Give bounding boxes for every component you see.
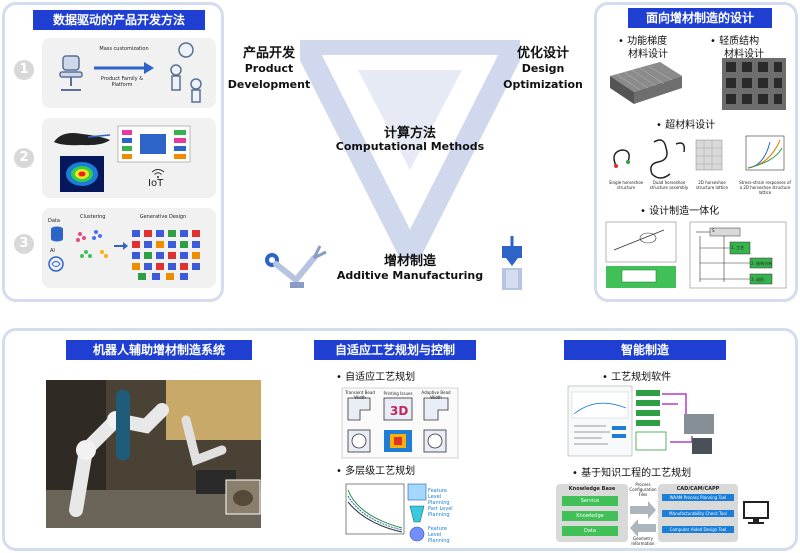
- lightweight-lattice-image: [722, 58, 786, 110]
- stress-strain-caption: Stress-strain responses of a 2D horsesho…: [739, 180, 791, 195]
- robot-arm-icon: [265, 245, 327, 288]
- additive-manufacturing-zh: 增材制造: [383, 254, 436, 269]
- functional-gradient-label-2: 材料设计: [628, 49, 668, 60]
- cad-waam-tool: WAAM Process Planning Tool: [662, 494, 734, 501]
- multi-level-bullet: • 多层级工艺规划: [336, 466, 416, 477]
- wifi-icon: [151, 169, 165, 178]
- chair-icon: [59, 55, 83, 91]
- additive-manufacturing-en: Additive Manufacturing: [336, 269, 484, 282]
- cad-manufacturability-tool: Manufacturability Check Tool: [662, 510, 734, 517]
- integration-node-2: 2. 结构分析: [751, 261, 773, 266]
- kb-service: Service: [562, 496, 618, 506]
- metamaterial-text: 超材料设计: [665, 120, 716, 131]
- step-card-2: IoT: [42, 118, 216, 198]
- multi-level-parts: [407, 483, 427, 542]
- smart-manufacturing-title: 智能制造: [564, 340, 726, 360]
- product-family-label: Product Family & Platform: [100, 76, 144, 88]
- product-development-zh: 产品开发: [242, 46, 295, 61]
- knowledge-base-box: Knowledge Base Service Knowledge Data: [556, 484, 628, 542]
- cluster-scatter: [76, 230, 108, 258]
- people-icon: [170, 42, 202, 103]
- adaptive-planning-figure: 3D: [341, 387, 459, 459]
- adaptive-planning-title: 自适应工艺规划与控制: [314, 340, 476, 360]
- metamaterial-figure: [613, 135, 785, 179]
- multi-level-chart: [345, 483, 405, 535]
- system-diagram: [117, 125, 191, 163]
- robot-system-photo: [46, 380, 261, 528]
- computer-monitor-icon: [743, 501, 769, 524]
- step-number-3: 3: [14, 234, 34, 254]
- robot-system-title: 机器人辅助增材制造系统: [66, 340, 252, 360]
- feature-level-planning-1: Feature Level Planning: [428, 488, 450, 506]
- gradient-lattice-image: [610, 62, 682, 104]
- lattice-caption: 2D horseshoe structure lattice: [696, 180, 728, 190]
- right-arrow-icon: [114, 242, 128, 250]
- step-number-2: 2: [14, 148, 34, 168]
- computational-methods-en: Computational Methods: [335, 140, 485, 153]
- functional-gradient-text-1: 功能梯度: [627, 36, 668, 47]
- data-label: Data: [48, 218, 60, 224]
- lightweight-label-2: 材料设计: [724, 49, 764, 60]
- integration-diagram: [605, 221, 787, 289]
- shoe-icon: [54, 133, 111, 146]
- integration-node-3: 3. 成形: [751, 277, 765, 282]
- adaptive-planning-text: 自适应工艺规划: [345, 372, 416, 383]
- iot-label: IoT: [148, 178, 164, 189]
- single-horseshoe-caption: Single horseshoe structure: [608, 180, 644, 190]
- step-card-3: Data AI Clustering Generative Design: [42, 208, 216, 288]
- generative-design-label: Generative Design: [139, 214, 187, 220]
- cad-header: CAD/CAM/CAPP: [676, 486, 720, 492]
- svg-text:3D: 3D: [390, 404, 408, 418]
- integration-label: • 设计制造一体化: [640, 206, 720, 217]
- product-development-en-1: Product: [244, 62, 294, 75]
- printing-issues-caption: Printing Issues: [383, 391, 413, 396]
- cad-cam-capp-box: CAD/CAM/CAPP WAAM Process Planning Tool …: [658, 484, 738, 542]
- right-arrow-icon: [94, 62, 154, 74]
- step-number-1: 1: [14, 60, 34, 80]
- feature-level-planning-2: Feature Level Planning: [428, 526, 450, 544]
- kb-arrows: [630, 501, 656, 537]
- computational-methods-zh: 计算方法: [383, 126, 436, 141]
- adaptive-planning-bullet: • 自适应工艺规划: [336, 372, 416, 383]
- knowledge-planning-bullet: • 基于知识工程的工艺规划: [572, 468, 692, 479]
- heatmap-image: [60, 156, 104, 192]
- brain-icon: [48, 256, 64, 272]
- planning-software-screenshot: [567, 385, 714, 457]
- lightweight-text-1: 轻质结构: [719, 36, 760, 47]
- triangle-logo: [300, 40, 520, 260]
- right-panel-title: 面向增材制造的设计: [628, 8, 772, 28]
- database-icon: [51, 226, 63, 242]
- planning-software-text: 工艺规划软件: [611, 372, 672, 383]
- knowledge-base-header: Knowledge Base: [568, 486, 616, 492]
- kb-knowledge: Knowledge: [562, 511, 618, 521]
- clustering-label: Clustering: [80, 214, 106, 220]
- functional-gradient-label-1: • 功能梯度: [618, 36, 668, 47]
- transient-bead-caption: Transient Bead Width: [345, 390, 375, 400]
- planning-software-bullet: • 工艺规划软件: [602, 372, 672, 383]
- design-optimization-en-1: Design: [521, 62, 565, 75]
- integration-text: 设计制造一体化: [649, 206, 720, 217]
- step-card-1: Mass customization Product Family & Plat…: [42, 38, 216, 108]
- cad-design-tool: Computer Aided Design Tool: [662, 526, 734, 533]
- knowledge-planning-text: 基于知识工程的工艺规划: [581, 468, 692, 479]
- design-optimization-en-2: Optimization: [503, 78, 583, 91]
- integration-node-1: 1. 工艺: [731, 245, 745, 250]
- process-config-files: Process Configuration Files: [629, 482, 657, 497]
- generative-grid: [132, 230, 200, 280]
- ai-label: AI: [50, 248, 55, 254]
- left-panel-title: 数据驱动的产品开发方法: [33, 10, 205, 30]
- multi-level-text: 多层级工艺规划: [345, 466, 416, 477]
- part-level-planning: Part Level Planning: [428, 506, 453, 518]
- mass-customization-label: Mass customization: [99, 46, 149, 52]
- metamaterial-label: • 超材料设计: [656, 120, 716, 131]
- quad-horseshoe-caption: Quad horseshoe structure assembly: [649, 180, 689, 190]
- printer-nozzle-icon: [502, 236, 522, 290]
- design-optimization-zh: 优化设计: [516, 46, 569, 61]
- lightweight-label-1: • 轻质结构: [710, 36, 760, 47]
- integration-node-s: S: [712, 228, 715, 233]
- adaptive-bead-caption: Adaptive Bead Width: [421, 390, 451, 400]
- product-development-en-2: Development: [227, 78, 311, 91]
- geometry-information: Geometry Information: [631, 536, 655, 546]
- kb-data: Data: [562, 526, 618, 536]
